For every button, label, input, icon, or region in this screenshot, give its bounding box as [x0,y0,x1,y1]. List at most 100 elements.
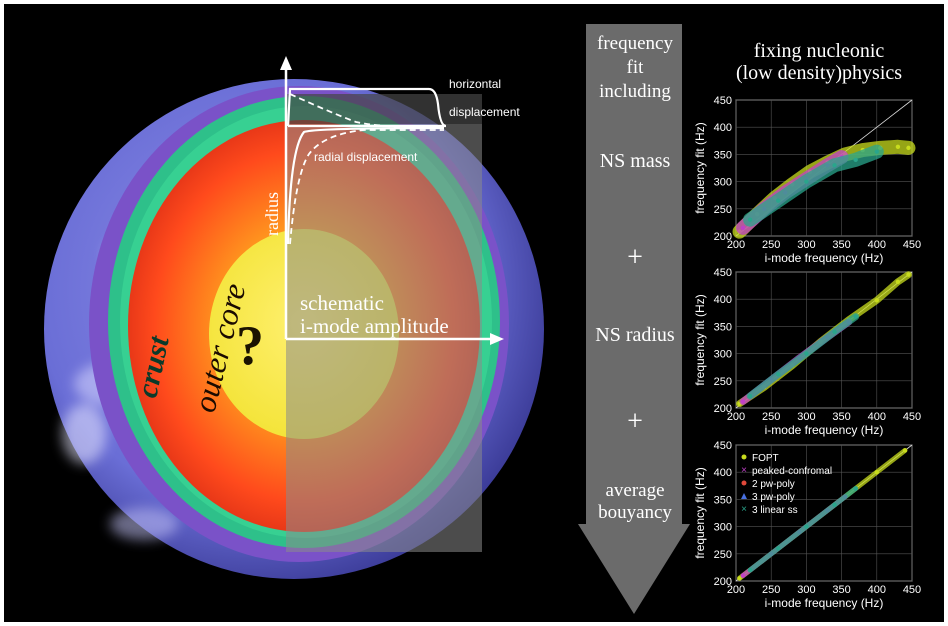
data-point [747,393,753,399]
data-point [832,329,837,335]
y-tick-label: 200 [714,231,732,243]
x-tick-label: 300 [797,411,815,423]
x-tick-label: 250 [762,584,780,596]
data-point [737,576,742,581]
flow-steps: frequency fit including NS mass + NS rad… [582,32,688,523]
flow-step-ns-mass: NS mass [599,150,671,172]
y-axis-label: frequency fit (Hz) [693,122,707,213]
x-tick-label: 300 [797,239,815,251]
schematic-label-2: i-mode amplitude [300,314,449,338]
scatter-plots: 200 250 300 350 400 450 200 250 300 350 400 450 i-mo… [693,95,921,610]
x-tick-label: 200 [727,239,745,251]
panel-title: fixing nucleonic (low density)physics [694,40,944,84]
y-tick-label: 400 [714,467,732,479]
data-point [874,470,879,475]
data-point [747,217,753,222]
flow-header: frequency fit including [582,32,688,104]
data-point [853,314,858,319]
legend-label: 2 pw-poly [752,479,795,490]
x-tick-label: 200 [727,584,745,596]
y-tick-label: 350 [714,494,732,506]
y-tick-label: 200 [714,576,732,588]
y-tick-label: 200 [714,403,732,415]
question-mark: ? [236,315,264,377]
legend-marker: × [741,504,747,515]
neutron-star-illustration: crust outer core ? radius horizontal dis… [44,56,544,579]
y-tick-label: 450 [714,95,732,107]
series-band-3-linear-ss [743,144,884,227]
data-point [740,399,746,404]
x-tick-label: 350 [832,239,850,251]
horizontal-displacement-label-2: displacement [449,105,520,119]
x-tick-label: 350 [832,584,850,596]
radial-displacement-dashed [289,129,444,245]
data-point [776,198,781,203]
data-point [747,567,753,573]
legend-marker [741,493,747,499]
data-point [906,272,911,277]
x-tick-label: 450 [903,584,921,596]
x-tick-label: 450 [903,411,921,423]
legend-label: 3 linear ss [752,505,798,516]
x-tick-label: 450 [903,239,921,251]
flow-step-buoyancy: average bouyancy [582,480,688,524]
flow-step-buoyancy-line-2: bouyancy [598,502,672,523]
legend-marker: × [741,465,747,476]
flow-arrow [578,24,690,614]
radial-displacement-label: radial displacement [314,150,418,164]
x-tick-label: 300 [797,584,815,596]
radial-displacement-curve [286,126,445,245]
data-point [906,145,911,151]
radius-label: radius [262,192,282,236]
data-point [874,298,879,303]
data-point [874,149,879,154]
legend-label: 3 pw-poly [752,492,795,503]
data-point [895,144,901,149]
x-tick-label: 350 [832,411,850,423]
flow-step-buoyancy-line-1: average [605,480,665,501]
data-point [804,179,809,184]
horizontal-displacement-label-1: horizontal [449,77,501,91]
y-axis-label: frequency fit (Hz) [693,467,707,558]
horizontal-displacement-curve [286,87,447,128]
data-point [902,448,908,453]
y-tick-label: 250 [714,204,732,216]
y-axis-label: frequency fit (Hz) [693,294,707,385]
data-point [804,524,809,529]
x-tick-label: 250 [762,239,780,251]
data-point [804,351,809,356]
flow-header-line-2: fit [626,57,644,78]
legend-marker [741,480,747,486]
panel-title-line-1: fixing nucleonic [753,40,885,62]
legend-label: FOPT [752,453,779,464]
data-point [895,279,901,284]
y-tick-label: 250 [714,549,732,561]
y-tick-label: 450 [714,267,732,279]
x-tick-label: 250 [762,411,780,423]
legend-label: peaked-confromal [752,466,832,477]
y-tick-label: 250 [714,376,732,388]
flow-header-line-3: including [599,81,671,102]
flow-plus-1: + [627,242,643,273]
x-axis-label: i-mode frequency (Hz) [765,596,884,610]
x-tick-label: 400 [868,239,886,251]
data-point [740,225,746,231]
y-tick-label: 300 [714,522,732,534]
amplitude-axis-arrowhead [490,333,504,345]
data-point [832,502,837,508]
horizontal-displacement-dashed [289,93,445,129]
x-tick-label: 200 [727,411,745,423]
data-point [832,163,837,168]
flow-step-ns-radius: NS radius [595,324,675,346]
data-point [776,546,781,551]
data-point [853,486,858,491]
y-tick-label: 300 [714,177,732,189]
radius-axis-arrowhead [280,56,292,70]
data-point [776,372,781,377]
amplitude-overlay [286,94,482,552]
legend-marker [741,454,747,460]
y-tick-label: 350 [714,149,732,161]
data-point [853,157,858,163]
